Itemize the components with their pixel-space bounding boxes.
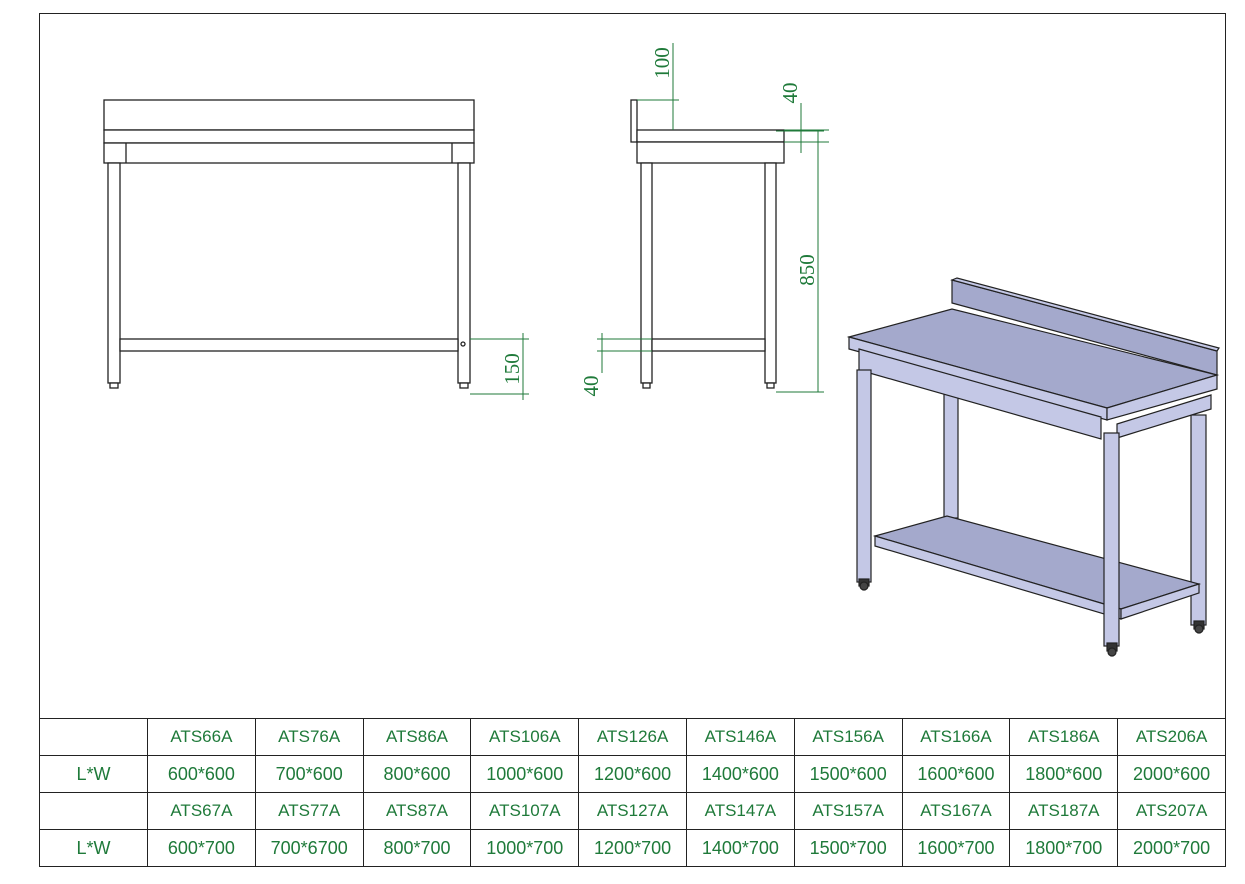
- size-cell: 2000*600: [1117, 755, 1226, 793]
- model-cell: ATS87A: [362, 792, 472, 830]
- size-row-label: L*W: [39, 755, 148, 793]
- dimension-backsplash-height: 100: [650, 47, 674, 79]
- size-cell: 1200*700: [578, 829, 687, 867]
- isometric-view: [846, 277, 1220, 657]
- model-cell: ATS166A: [901, 718, 1011, 756]
- size-cell: 1200*600: [578, 755, 687, 793]
- size-row-label: L*W: [39, 829, 148, 867]
- size-cell: 700*6700: [254, 829, 364, 867]
- spec-table: ATS66A ATS76A ATS86A ATS106A ATS126A ATS…: [39, 718, 1226, 867]
- dimension-top-thickness: 40: [778, 83, 802, 104]
- model-cell: ATS127A: [578, 792, 687, 830]
- size-cell: 2000*700: [1117, 829, 1226, 867]
- table-row-header: [39, 718, 148, 756]
- size-cell: 1400*600: [685, 755, 795, 793]
- size-cell: 1600*700: [901, 829, 1011, 867]
- size-cell: 1500*600: [793, 755, 903, 793]
- model-cell: ATS186A: [1009, 718, 1119, 756]
- model-cell: ATS76A: [254, 718, 364, 756]
- size-cell: 1500*700: [793, 829, 903, 867]
- size-row-1: L*W 600*600 700*600 800*600 1000*600 120…: [39, 755, 1226, 793]
- model-cell: ATS77A: [254, 792, 364, 830]
- model-cell: ATS206A: [1117, 718, 1226, 756]
- size-cell: 600*600: [147, 755, 256, 793]
- model-cell: ATS167A: [901, 792, 1011, 830]
- size-row-2: L*W 600*700 700*6700 800*700 1000*700 12…: [39, 829, 1226, 867]
- size-cell: 1800*600: [1009, 755, 1119, 793]
- size-cell: 600*700: [147, 829, 256, 867]
- dimension-table-height: 850: [795, 254, 819, 286]
- front-dimension-lines: [470, 333, 529, 400]
- model-cell: ATS126A: [578, 718, 687, 756]
- technical-drawing: 150 100 40 850 40: [103, 43, 1220, 657]
- model-cell: ATS156A: [793, 718, 903, 756]
- model-cell: ATS107A: [470, 792, 580, 830]
- front-view: [103, 99, 475, 389]
- model-cell: ATS86A: [362, 718, 472, 756]
- size-cell: 1600*600: [901, 755, 1011, 793]
- size-cell: 1000*600: [470, 755, 580, 793]
- side-dimension-lines: [597, 43, 829, 393]
- model-cell: ATS146A: [685, 718, 795, 756]
- model-cell: ATS187A: [1009, 792, 1119, 830]
- model-row-2: ATS67A ATS77A ATS87A ATS107A ATS127A ATS…: [39, 792, 1226, 830]
- model-cell: ATS66A: [147, 718, 256, 756]
- model-cell: ATS207A: [1117, 792, 1226, 830]
- size-cell: 1800*700: [1009, 829, 1119, 867]
- model-cell: ATS67A: [147, 792, 256, 830]
- size-cell: 1400*700: [685, 829, 795, 867]
- size-cell: 800*700: [362, 829, 472, 867]
- size-cell: 700*600: [254, 755, 364, 793]
- table-row-header: [39, 792, 148, 830]
- dimension-shelf-thickness: 40: [579, 376, 603, 397]
- side-view: [630, 99, 785, 389]
- size-cell: 1000*700: [470, 829, 580, 867]
- dimension-shelf-height: 150: [500, 353, 524, 385]
- model-cell: ATS147A: [685, 792, 795, 830]
- model-row-1: ATS66A ATS76A ATS86A ATS106A ATS126A ATS…: [39, 718, 1226, 756]
- size-cell: 800*600: [362, 755, 472, 793]
- model-cell: ATS157A: [793, 792, 903, 830]
- model-cell: ATS106A: [470, 718, 580, 756]
